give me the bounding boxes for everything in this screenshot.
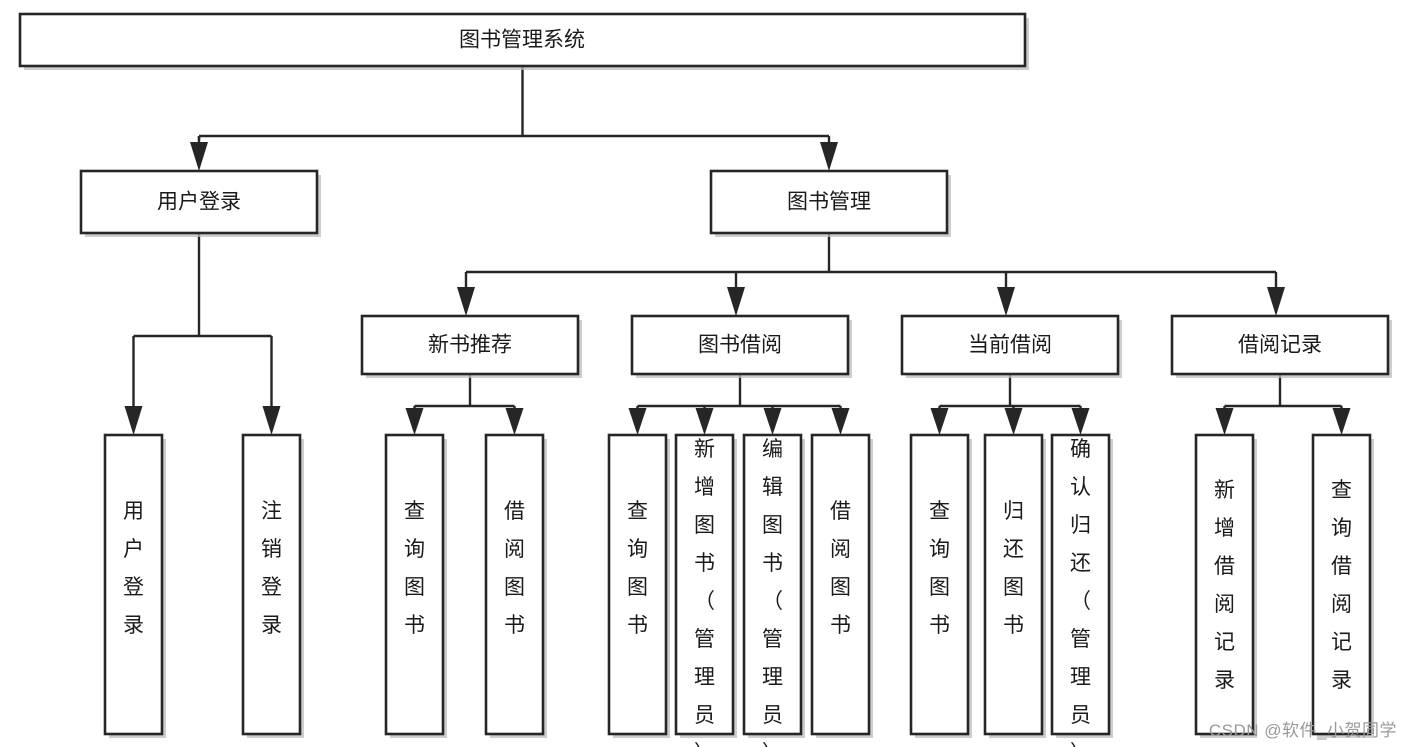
arrow-head-leaf-return-book xyxy=(1004,408,1023,435)
node-borrow-record-box[interactable] xyxy=(1170,314,1390,376)
arrow-head-leaf-add-record xyxy=(1215,408,1234,435)
node-book-manage-box[interactable] xyxy=(709,169,949,235)
arrow-head-leaf-user-logout xyxy=(262,406,281,435)
arrow-head-leaf-user-login xyxy=(124,406,143,435)
arrow-head-new-book-recommend xyxy=(457,287,475,316)
arrow-head-leaf-borrow-book-1 xyxy=(505,408,524,435)
node-borrow-record[interactable]: 借阅记录 xyxy=(1170,314,1392,378)
node-leaf-edit-book[interactable]: 编辑图书（管理员） xyxy=(742,433,805,747)
node-leaf-query-book-2-label: 查询图书 xyxy=(627,500,648,637)
node-new-book-recommend-box[interactable] xyxy=(360,314,580,376)
node-leaf-query-book-3[interactable]: 查询图书 xyxy=(909,433,972,738)
node-book-borrow-label: 图书借阅 xyxy=(698,334,782,357)
node-leaf-query-book-3-label: 查询图书 xyxy=(929,500,950,637)
node-leaf-query-book-2-box[interactable] xyxy=(607,433,668,736)
arrow-head-borrow-record xyxy=(1267,287,1285,316)
node-user-login-box[interactable] xyxy=(79,169,319,235)
node-leaf-add-book-label: 新增图书（管理员） xyxy=(694,438,715,747)
node-leaf-borrow-book-2[interactable]: 借阅图书 xyxy=(810,433,873,738)
arrow-head-book-manage xyxy=(820,142,838,171)
node-leaf-return-book-box[interactable] xyxy=(983,433,1044,736)
node-leaf-query-book-1-label: 查询图书 xyxy=(404,500,425,637)
node-borrow-record-label: 借阅记录 xyxy=(1238,334,1322,357)
node-user-login[interactable]: 用户登录 xyxy=(79,169,321,237)
node-leaf-edit-book-box[interactable] xyxy=(742,433,803,736)
node-leaf-query-book-2[interactable]: 查询图书 xyxy=(607,433,670,738)
node-leaf-add-book[interactable]: 新增图书（管理员） xyxy=(674,433,737,747)
node-leaf-borrow-book-2-box[interactable] xyxy=(810,433,871,736)
node-current-borrow-label: 当前借阅 xyxy=(968,334,1052,357)
arrow-head-book-borrow xyxy=(727,287,745,316)
arrow-head-leaf-add-book xyxy=(695,408,714,435)
node-root-box[interactable] xyxy=(18,12,1027,68)
node-leaf-query-record-label: 查询借阅记录 xyxy=(1331,479,1352,692)
node-leaf-user-login[interactable]: 用户登录 xyxy=(103,433,166,738)
node-leaf-user-login-label: 用户登录 xyxy=(123,500,144,637)
arrow-head-leaf-borrow-book-2 xyxy=(831,408,850,435)
node-leaf-add-record-label: 新增借阅记录 xyxy=(1214,479,1235,692)
node-leaf-borrow-book-1[interactable]: 借阅图书 xyxy=(484,433,547,738)
arrow-head-leaf-confirm-return xyxy=(1071,408,1090,435)
node-leaf-confirm-return[interactable]: 确认归还（管理员） xyxy=(1050,433,1113,747)
node-leaf-add-record[interactable]: 新增借阅记录 xyxy=(1194,433,1257,738)
node-leaf-user-logout-box[interactable] xyxy=(241,433,302,736)
node-leaf-confirm-return-label: 确认归还（管理员） xyxy=(1070,438,1091,747)
node-leaf-query-record-box[interactable] xyxy=(1311,433,1372,736)
node-book-borrow[interactable]: 图书借阅 xyxy=(630,314,852,378)
node-leaf-return-book-label: 归还图书 xyxy=(1003,500,1024,637)
node-book-borrow-box[interactable] xyxy=(630,314,850,376)
arrow-head-user-login xyxy=(190,142,208,171)
arrow-head-leaf-query-book-2 xyxy=(628,408,647,435)
node-leaf-borrow-book-1-label: 借阅图书 xyxy=(504,500,525,637)
node-leaf-query-book-1[interactable]: 查询图书 xyxy=(384,433,447,738)
node-root-label: 图书管理系统 xyxy=(459,29,585,52)
node-book-manage[interactable]: 图书管理 xyxy=(709,169,951,237)
node-book-manage-label: 图书管理 xyxy=(787,191,871,214)
arrow-head-leaf-query-book-3 xyxy=(930,408,949,435)
arrow-head-leaf-query-book-1 xyxy=(405,408,424,435)
node-leaf-query-book-1-box[interactable] xyxy=(384,433,445,736)
node-leaf-edit-book-label: 编辑图书（管理员） xyxy=(762,438,783,747)
node-current-borrow[interactable]: 当前借阅 xyxy=(900,314,1122,378)
leaf-nodes: 用户登录 注销登录 查询图书 借阅图书 查询图书 xyxy=(103,433,1374,747)
node-leaf-borrow-book-1-box[interactable] xyxy=(484,433,545,736)
node-leaf-user-logout[interactable]: 注销登录 xyxy=(241,433,304,738)
node-leaf-confirm-return-box[interactable] xyxy=(1050,433,1111,736)
node-leaf-add-record-box[interactable] xyxy=(1194,433,1255,736)
arrow-head-leaf-edit-book xyxy=(763,408,782,435)
node-leaf-return-book[interactable]: 归还图书 xyxy=(983,433,1046,738)
connector-layer xyxy=(124,66,1351,435)
arrow-head-current-borrow xyxy=(997,287,1015,316)
node-new-book-recommend[interactable]: 新书推荐 xyxy=(360,314,582,378)
node-leaf-borrow-book-2-label: 借阅图书 xyxy=(830,500,851,637)
node-leaf-add-book-box[interactable] xyxy=(674,433,735,736)
node-new-book-recommend-label: 新书推荐 xyxy=(428,334,512,357)
arrow-head-leaf-query-record xyxy=(1332,408,1351,435)
node-root[interactable]: 图书管理系统 xyxy=(18,12,1029,70)
node-current-borrow-box[interactable] xyxy=(900,314,1120,376)
node-leaf-user-logout-label: 注销登录 xyxy=(261,500,282,637)
node-leaf-query-book-3-box[interactable] xyxy=(909,433,970,736)
node-leaf-query-record[interactable]: 查询借阅记录 xyxy=(1311,433,1374,738)
node-leaf-user-login-box[interactable] xyxy=(103,433,164,736)
node-layer: 图书管理系统 用户登录 图书管理 新书推荐 图书借阅 当前借阅 xyxy=(18,12,1392,747)
node-user-login-label: 用户登录 xyxy=(157,191,241,214)
